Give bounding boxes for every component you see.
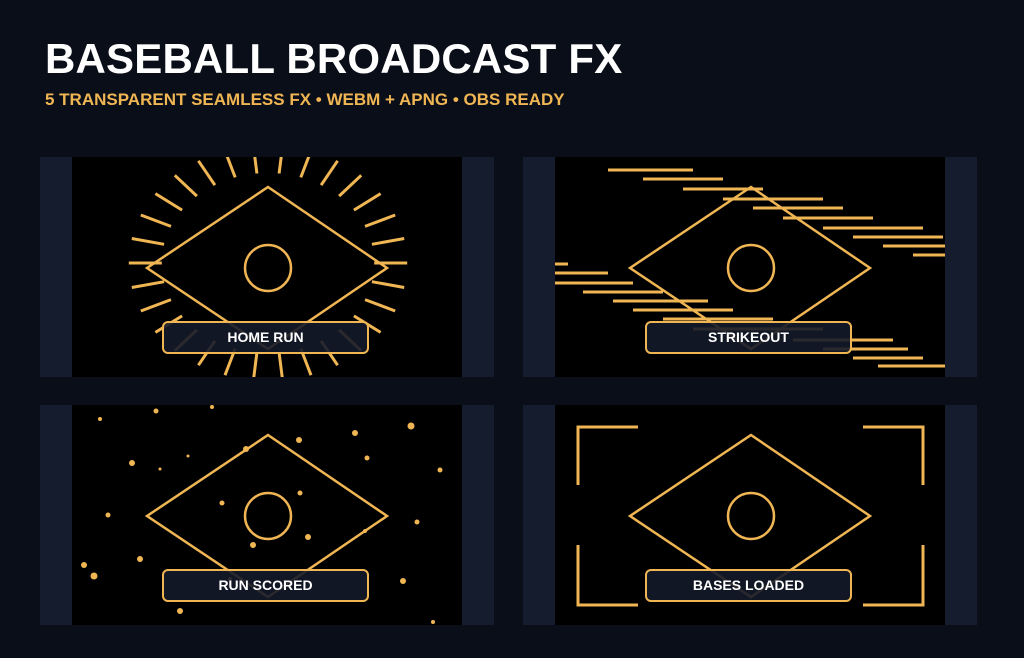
sunburst-ray [371, 280, 405, 289]
page-title: BASEBALL BROADCAST FX [45, 35, 623, 82]
sunburst-ray [225, 157, 237, 178]
sunburst-ray [154, 192, 183, 212]
sunburst-ray [252, 352, 259, 377]
baseball-circle [726, 491, 776, 541]
fx-preview-strikeout[interactable]: STRIKEOUT [523, 157, 977, 377]
fx-label-home-run: HOME RUN [162, 321, 369, 354]
fx-label-strikeout: STRIKEOUT [645, 321, 852, 354]
baseball-circle [726, 243, 776, 293]
sunburst-ray [277, 157, 283, 174]
corner-brackets [576, 425, 925, 607]
fx-preview-bases-loaded[interactable]: BASES LOADED [523, 405, 977, 625]
sunburst-ray [140, 213, 172, 228]
baseball-circle [243, 243, 293, 293]
baseball-circle [243, 491, 293, 541]
sunburst-ray [338, 174, 363, 198]
fx-label-run-scored: RUN SCORED [162, 569, 369, 602]
fx-preview-run-scored[interactable]: RUN SCORED [40, 405, 494, 625]
sunburst-ray [197, 159, 217, 186]
sunburst-ray [277, 352, 284, 377]
fx-preview-home-run[interactable]: HOME RUN [40, 157, 494, 377]
page-subtitle: 5 TRANSPARENT SEAMLESS FX • WEBM + APNG … [45, 90, 565, 109]
sunburst-ray [371, 237, 405, 246]
sunburst-ray [364, 213, 396, 228]
sunburst-ray [131, 237, 165, 246]
fx-label-bases-loaded: BASES LOADED [645, 569, 852, 602]
sunburst-ray [319, 159, 339, 186]
sunburst-ray [131, 280, 165, 289]
sunburst-ray [173, 174, 198, 198]
sunburst-ray [299, 157, 311, 178]
sunburst-ray [353, 192, 382, 212]
sunburst-ray [364, 298, 396, 313]
sunburst-ray [253, 157, 259, 174]
sunburst-ray [140, 298, 172, 313]
